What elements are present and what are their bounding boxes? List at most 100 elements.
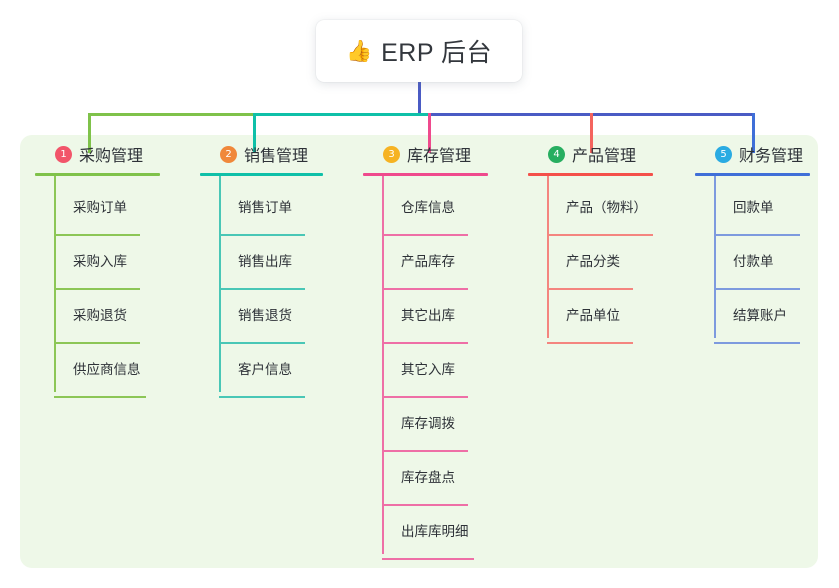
column-header-财务管理[interactable]: 5 财务管理 bbox=[695, 141, 835, 167]
column-header-产品管理[interactable]: 4 产品管理 bbox=[528, 141, 678, 167]
column-item-label: 回款单 bbox=[733, 200, 774, 215]
connector-drop-4 bbox=[590, 113, 593, 153]
column-number-badge: 3 bbox=[383, 145, 400, 163]
column-item-rule bbox=[382, 342, 468, 344]
column-header-rule bbox=[363, 173, 488, 176]
column-item[interactable]: 仓库信息 bbox=[382, 182, 513, 236]
column-item[interactable]: 付款单 bbox=[714, 236, 835, 290]
column-spine bbox=[382, 176, 384, 554]
column-采购管理: 1 采购管理采购订单采购入库采购退货供应商信息 bbox=[35, 141, 185, 398]
column-item[interactable]: 产品（物料） bbox=[547, 182, 678, 236]
column-spine bbox=[547, 176, 549, 338]
column-item-rule bbox=[547, 342, 633, 344]
column-header-库存管理[interactable]: 3 库存管理 bbox=[363, 141, 513, 167]
column-item-rule bbox=[54, 342, 140, 344]
column-item[interactable]: 供应商信息 bbox=[54, 344, 185, 398]
column-header-销售管理[interactable]: 2 销售管理 bbox=[200, 141, 348, 167]
column-title: 库存管理 bbox=[407, 148, 472, 165]
column-item-label: 采购订单 bbox=[73, 200, 127, 215]
column-item-rule bbox=[219, 288, 305, 290]
column-header-rule bbox=[695, 173, 810, 176]
column-header-rule bbox=[528, 173, 653, 176]
column-item-rule bbox=[382, 234, 468, 236]
column-item[interactable]: 库存盘点 bbox=[382, 452, 513, 506]
column-number-badge: 2 bbox=[220, 145, 237, 163]
column-body: 回款单付款单结算账户 bbox=[714, 176, 835, 344]
column-header-rule bbox=[35, 173, 160, 176]
bar-green bbox=[88, 113, 256, 116]
column-item[interactable]: 产品单位 bbox=[547, 290, 678, 344]
column-item-label: 产品库存 bbox=[401, 254, 455, 269]
column-body: 销售订单销售出库销售退货客户信息 bbox=[219, 176, 348, 398]
column-item[interactable]: 客户信息 bbox=[219, 344, 348, 398]
column-item-label: 销售订单 bbox=[238, 200, 292, 215]
column-item-label: 产品（物料） bbox=[566, 200, 647, 215]
column-item-rule bbox=[382, 288, 468, 290]
connector-drop-5 bbox=[752, 113, 755, 153]
connector-drop-2 bbox=[253, 113, 256, 153]
column-item[interactable]: 回款单 bbox=[714, 182, 835, 236]
column-item-label: 结算账户 bbox=[733, 308, 787, 323]
column-item[interactable]: 采购订单 bbox=[54, 182, 185, 236]
column-spine bbox=[714, 176, 716, 338]
column-销售管理: 2 销售管理销售订单销售出库销售退货客户信息 bbox=[200, 141, 348, 398]
column-item-label: 其它入库 bbox=[401, 362, 455, 377]
column-title: 采购管理 bbox=[79, 148, 144, 165]
connector-drop-1 bbox=[88, 113, 91, 153]
column-item[interactable]: 出库库明细 bbox=[382, 506, 513, 560]
column-item-label: 仓库信息 bbox=[401, 200, 455, 215]
column-item-rule bbox=[714, 234, 800, 236]
column-item-label: 供应商信息 bbox=[73, 362, 141, 377]
column-财务管理: 5 财务管理回款单付款单结算账户 bbox=[695, 141, 835, 344]
column-number-badge: 1 bbox=[55, 145, 72, 163]
column-body: 采购订单采购入库采购退货供应商信息 bbox=[54, 176, 185, 398]
column-number-badge: 5 bbox=[715, 145, 732, 163]
column-spine bbox=[219, 176, 221, 392]
column-item[interactable]: 销售退货 bbox=[219, 290, 348, 344]
column-item-rule bbox=[54, 288, 140, 290]
column-item[interactable]: 采购退货 bbox=[54, 290, 185, 344]
column-body: 产品（物料） 产品分类产品单位 bbox=[547, 176, 678, 344]
column-item[interactable]: 库存调拨 bbox=[382, 398, 513, 452]
column-item-label: 出库库明细 bbox=[401, 524, 469, 539]
column-title: 销售管理 bbox=[244, 148, 309, 165]
column-item-rule bbox=[54, 396, 146, 398]
column-item-label: 客户信息 bbox=[238, 362, 292, 377]
root-node-card[interactable]: 👍 ERP 后台 bbox=[316, 20, 522, 82]
column-item-label: 产品分类 bbox=[566, 254, 620, 269]
column-header-采购管理[interactable]: 1 采购管理 bbox=[35, 141, 185, 167]
column-item-label: 付款单 bbox=[733, 254, 774, 269]
column-item[interactable]: 其它出库 bbox=[382, 290, 513, 344]
column-item[interactable]: 其它入库 bbox=[382, 344, 513, 398]
connector-drop-3 bbox=[428, 113, 431, 153]
column-item-label: 采购退货 bbox=[73, 308, 127, 323]
column-number-badge: 4 bbox=[548, 145, 565, 163]
column-header-rule bbox=[200, 173, 323, 176]
column-item-rule bbox=[714, 288, 800, 290]
column-item[interactable]: 销售订单 bbox=[219, 182, 348, 236]
column-item-rule bbox=[714, 342, 800, 344]
column-item-rule bbox=[382, 396, 468, 398]
column-item[interactable]: 结算账户 bbox=[714, 290, 835, 344]
connector-trunk bbox=[418, 82, 421, 116]
column-item[interactable]: 销售出库 bbox=[219, 236, 348, 290]
column-item-rule bbox=[382, 504, 468, 506]
column-body: 仓库信息产品库存其它出库其它入库库存调拨库存盘点出库库明细 bbox=[382, 176, 513, 560]
diagram-panel-background bbox=[20, 135, 818, 568]
column-item-label: 采购入库 bbox=[73, 254, 127, 269]
column-item-label: 库存盘点 bbox=[401, 470, 455, 485]
column-item-label: 产品单位 bbox=[566, 308, 620, 323]
column-item-label: 库存调拨 bbox=[401, 416, 455, 431]
column-item[interactable]: 产品分类 bbox=[547, 236, 678, 290]
column-item-label: 其它出库 bbox=[401, 308, 455, 323]
column-item[interactable]: 产品库存 bbox=[382, 236, 513, 290]
column-item-rule bbox=[219, 342, 305, 344]
bar-teal bbox=[253, 113, 431, 116]
column-title: 产品管理 bbox=[572, 148, 637, 165]
column-产品管理: 4 产品管理产品（物料） 产品分类产品单位 bbox=[528, 141, 678, 344]
root-node-label: ERP 后台 bbox=[381, 39, 493, 67]
column-title: 财务管理 bbox=[739, 148, 804, 165]
column-item-label: 销售出库 bbox=[238, 254, 292, 269]
root-node-inner: 👍 ERP 后台 bbox=[346, 33, 492, 69]
column-item[interactable]: 采购入库 bbox=[54, 236, 185, 290]
